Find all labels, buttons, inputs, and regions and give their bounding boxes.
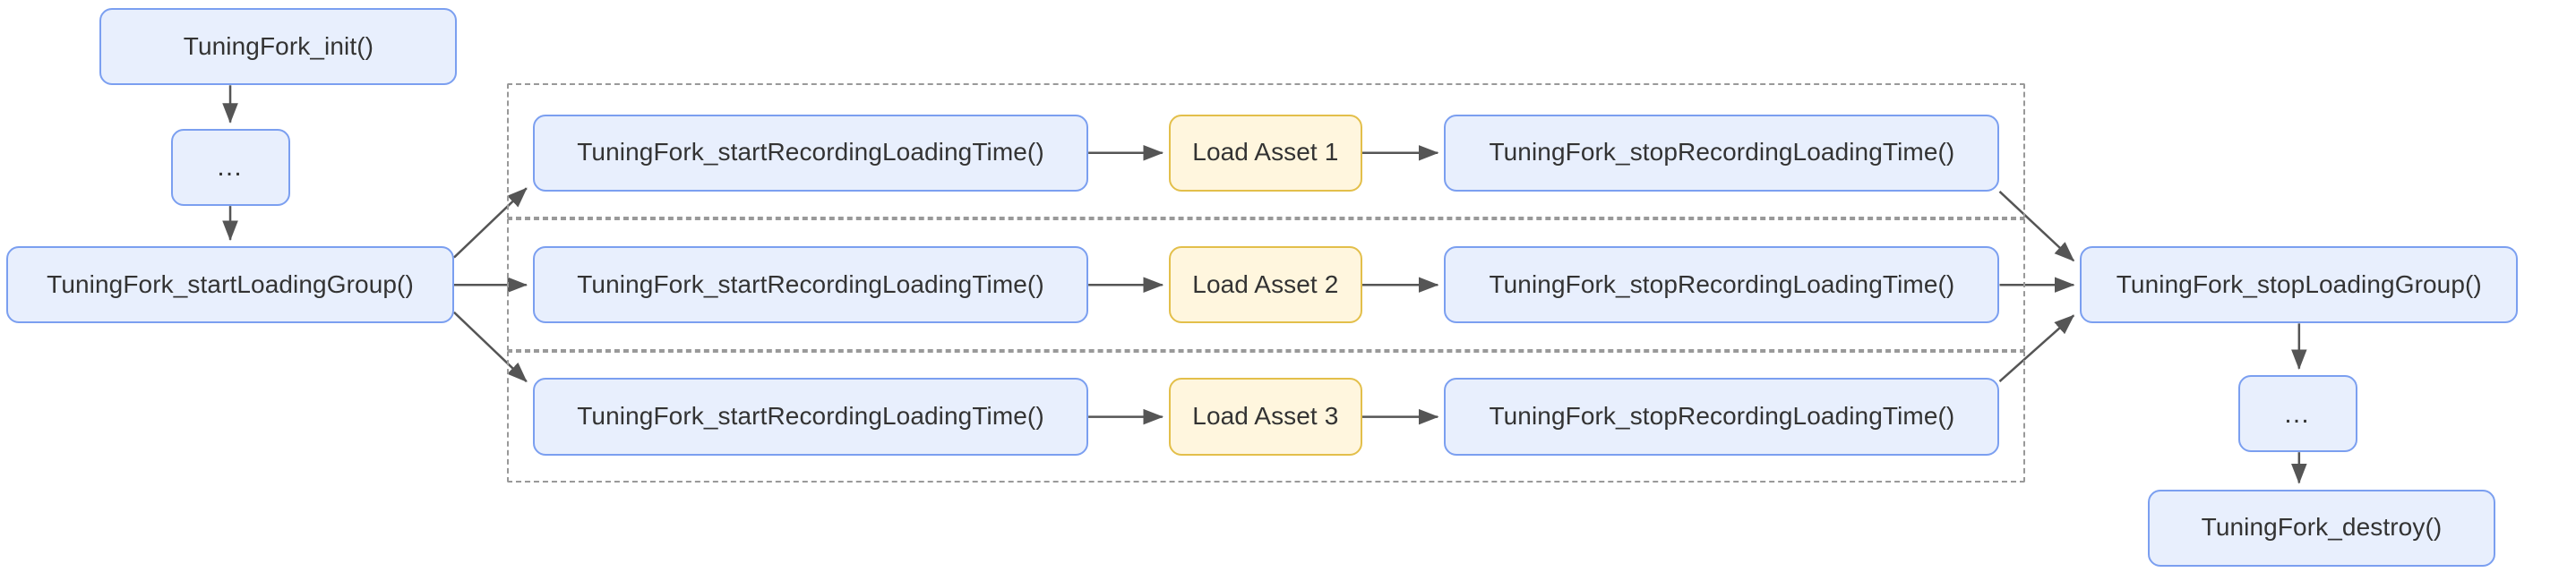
node-tuningfork-init[interactable]: TuningFork_init(): [99, 7, 458, 86]
node-start-recording-loading-time-3[interactable]: TuningFork_startRecordingLoadingTime(): [532, 378, 1089, 456]
node-ellipsis-top[interactable]: …: [170, 128, 290, 207]
node-label: TuningFork_stopLoadingGroup(): [2116, 269, 2482, 298]
node-start-recording-loading-time-1[interactable]: TuningFork_startRecordingLoadingTime(): [532, 114, 1089, 192]
node-load-asset-3[interactable]: Load Asset 3: [1168, 378, 1362, 456]
node-load-asset-2[interactable]: Load Asset 2: [1168, 246, 1362, 324]
node-label: Load Asset 3: [1192, 402, 1339, 431]
node-label: TuningFork_init(): [183, 31, 374, 60]
node-label: TuningFork_stopRecordingLoadingTime(): [1489, 138, 1955, 167]
subgraph-load-asset-2: [507, 218, 2026, 351]
node-stop-recording-loading-time-1[interactable]: TuningFork_stopRecordingLoadingTime(): [1444, 114, 2000, 192]
node-tuningfork-start-loading-group[interactable]: TuningFork_startLoadingGroup(): [6, 246, 454, 324]
node-label: TuningFork_startRecordingLoadingTime(): [577, 138, 1044, 167]
node-stop-recording-loading-time-3[interactable]: TuningFork_stopRecordingLoadingTime(): [1444, 378, 2000, 456]
node-label: …: [216, 152, 245, 183]
node-label: TuningFork_destroy(): [2201, 513, 2443, 542]
node-label: Load Asset 1: [1192, 138, 1339, 167]
node-label: TuningFork_startRecordingLoadingTime(): [577, 402, 1044, 431]
node-label: TuningFork_startRecordingLoadingTime(): [577, 269, 1044, 298]
subgraph-load-asset-3: [507, 350, 2026, 483]
node-label: TuningFork_stopRecordingLoadingTime(): [1489, 402, 1955, 431]
node-label: TuningFork_startLoadingGroup(): [47, 269, 414, 298]
node-tuningfork-stop-loading-group[interactable]: TuningFork_stopLoadingGroup(): [2080, 246, 2519, 324]
node-stop-recording-loading-time-2[interactable]: TuningFork_stopRecordingLoadingTime(): [1444, 246, 2000, 324]
node-tuningfork-destroy[interactable]: TuningFork_destroy(): [2147, 489, 2496, 567]
node-start-recording-loading-time-2[interactable]: TuningFork_startRecordingLoadingTime(): [532, 246, 1089, 324]
node-label: TuningFork_stopRecordingLoadingTime(): [1489, 269, 1955, 298]
node-label: Load Asset 2: [1192, 269, 1339, 298]
node-ellipsis-bottom[interactable]: …: [2237, 374, 2357, 453]
subgraph-load-asset-1: [507, 83, 2026, 219]
node-label: …: [2283, 398, 2313, 429]
node-load-asset-1[interactable]: Load Asset 1: [1168, 114, 1362, 192]
